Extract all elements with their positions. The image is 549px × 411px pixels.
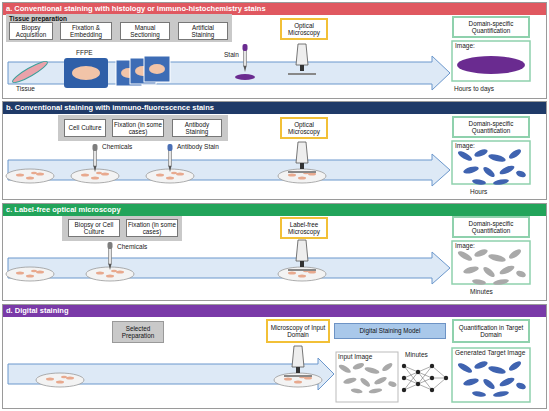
annotation-label: Image:	[455, 243, 475, 250]
box-label: Quantification in Target Domain	[455, 324, 527, 338]
fluorescent-cells	[457, 148, 527, 186]
panel-band: c. Label-free optical microscopyBiopsy o…	[2, 203, 547, 301]
stained-image	[457, 56, 525, 74]
annotation-label: Minutes	[405, 352, 428, 359]
input-image-frame	[336, 352, 398, 402]
box-label: Fixation (in some cases)	[128, 221, 176, 235]
image-frame	[452, 141, 530, 184]
process-box: Biopsy or Cell Culture	[68, 219, 120, 237]
microscopy-box: Optical Microscopy	[280, 117, 328, 139]
box-label: Domain-specific Quantification	[455, 220, 527, 234]
box-label: Fixation & Embedding	[62, 24, 110, 38]
panel-band: d. Digital stainingSelected PreparationM…	[2, 304, 547, 409]
annotation-label: Minutes	[470, 289, 493, 296]
process-box: Cell Culture	[64, 119, 106, 137]
process-box: Antibody Staining	[172, 119, 222, 137]
annotation-label: Tissue	[16, 86, 35, 93]
quantification-box: Domain-specific Quantification	[452, 216, 530, 238]
stained-sample	[235, 74, 255, 80]
process-box: Biopsy Acquisition	[9, 22, 53, 40]
chemical-dropper	[93, 144, 98, 172]
microscope	[288, 142, 316, 173]
annotation-label: FFPE	[76, 50, 93, 57]
tissue-sample	[11, 59, 50, 86]
panel-band: b. Conventional staining with immuno-flu…	[2, 101, 547, 200]
annotation-label: Hours to days	[454, 86, 494, 93]
process-box: Fixation & Embedding	[60, 22, 112, 40]
output-image-frame	[452, 348, 530, 402]
microscopy-box: Label-free Microscopy	[280, 217, 328, 239]
box-label: Optical Microscopy	[283, 121, 325, 135]
box-label: Fixation (in some cases)	[114, 121, 162, 135]
image-frame	[452, 241, 530, 284]
quantification-box: Domain-specific Quantification	[452, 16, 530, 38]
antibody-dropper	[168, 144, 173, 172]
generated-cells	[457, 360, 527, 398]
process-arrow	[8, 252, 450, 284]
section-slide	[144, 56, 170, 82]
box-label: Label-free Microscopy	[283, 221, 325, 235]
panel-header: c. Label-free optical microscopy	[3, 204, 546, 216]
input-cells	[338, 362, 398, 395]
panel-header: d. Digital staining	[3, 305, 546, 317]
process-box: Artificial Staining	[178, 22, 228, 40]
box-label: Biopsy Acquisition	[11, 24, 51, 38]
model-box: Digital Staining Model	[334, 323, 446, 339]
section-tissue	[149, 64, 165, 74]
microscope	[284, 346, 312, 377]
process-box: Manual Sectioning	[120, 22, 170, 40]
annotation-label: Hours	[470, 189, 487, 196]
annotation-label: Chemicals	[102, 144, 132, 151]
box-label: Cell Culture	[69, 124, 102, 131]
annotation-label: Antibody Stain	[177, 144, 219, 151]
process-box: Fixation (in some cases)	[126, 219, 178, 237]
neural-network	[402, 364, 448, 392]
culture-dish	[6, 267, 54, 281]
annotation-label: Generated Target Image	[455, 350, 525, 357]
box-label: Digital Staining Model	[360, 327, 421, 334]
process-box: Fixation (in some cases)	[112, 119, 164, 137]
annotation-label: Image:	[455, 43, 475, 50]
panel-header: b. Conventional staining with immuno-flu…	[3, 102, 546, 114]
ffpe-tissue	[72, 66, 100, 80]
stain-dropper	[243, 44, 248, 72]
group-heading: Tissue preparation	[9, 15, 67, 22]
annotation-label: Image:	[455, 143, 475, 150]
process-arrow	[8, 358, 334, 390]
box-label: Selected Preparation	[114, 325, 162, 339]
annotation-label: Stain	[224, 52, 239, 59]
microscopy-box: Microscopy of Input Domain	[266, 319, 330, 343]
image-frame	[452, 41, 530, 81]
preparation-group	[58, 115, 228, 141]
box-label: Antibody Staining	[174, 121, 220, 135]
box-label: Manual Sectioning	[122, 24, 168, 38]
ffpe-block	[64, 58, 108, 88]
quantification-box: Domain-specific Quantification	[452, 116, 530, 138]
annotation-label: Input Image	[338, 354, 372, 361]
box-label: Domain-specific Quantification	[455, 120, 527, 134]
box-label: Microscopy of Input Domain	[269, 324, 327, 338]
microscope	[288, 240, 316, 271]
process-arrow	[8, 154, 450, 186]
chemical-dropper	[108, 242, 113, 270]
quantification-box: Quantification in Target Domain	[452, 319, 530, 343]
label-free-cells	[457, 248, 527, 286]
group-box: Tissue preparationBiopsy Acquisition Fixa…	[6, 14, 232, 42]
culture-dish	[6, 169, 54, 183]
microscope	[288, 44, 316, 75]
box-label: Optical Microscopy	[283, 22, 325, 36]
culture-dish	[36, 373, 84, 387]
box-label: Artificial Staining	[180, 24, 226, 38]
preparation-box: Selected Preparation	[112, 321, 164, 343]
microscopy-box: Optical Microscopy	[280, 18, 328, 40]
box-label: Domain-specific Quantification	[455, 20, 527, 34]
annotation-label: Chemicals	[117, 244, 147, 251]
process-arrow	[8, 56, 450, 90]
preparation-group	[62, 215, 182, 241]
box-label: Biopsy or Cell Culture	[70, 221, 118, 235]
